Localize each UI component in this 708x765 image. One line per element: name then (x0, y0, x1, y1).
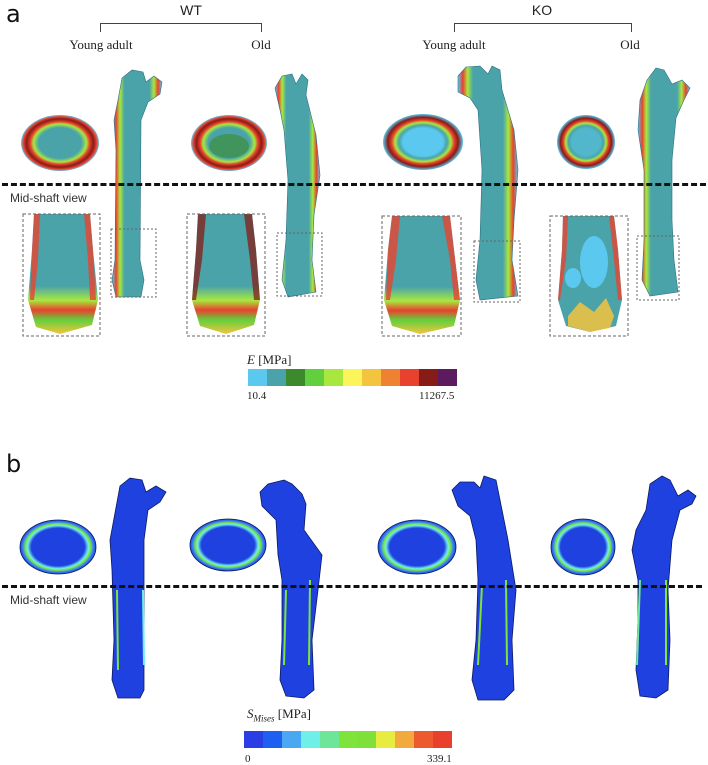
panel-a-colorbar-max: 11267.5 (419, 390, 455, 402)
colorbar-subscript-mises: Mises (253, 713, 275, 724)
group-label-ko: KO (531, 2, 553, 18)
colorbar-swatch (400, 369, 419, 386)
group-bracket-ko (454, 23, 632, 32)
panel-a-letter: a (6, 0, 21, 28)
ko-young-zoom-box (473, 240, 521, 303)
colorbar-unit: [MPa] (277, 706, 311, 721)
colorbar-swatch (300, 731, 320, 748)
group-bracket-wt (100, 23, 262, 32)
label-ko-young-adult: Young adult (422, 37, 486, 52)
b-wt-young-cross-section (19, 519, 97, 575)
group-label-wt: WT (180, 2, 202, 18)
panel-b-midshaft-label: Mid-shaft view (10, 593, 87, 607)
colorbar-swatch (305, 369, 324, 386)
colorbar-swatch (262, 731, 282, 748)
label-wt-young-adult: Young adult (69, 37, 133, 52)
panel-b-colorbar-title: SMises [MPa] (247, 706, 311, 724)
panel-b-stress-maps (19, 475, 697, 701)
wt-old-distal-zoom (192, 214, 260, 334)
colorbar-swatch (244, 731, 263, 748)
wt-young-cross-section (21, 115, 99, 171)
colorbar-swatch (267, 369, 286, 386)
panel-b-midshaft-line (2, 585, 702, 588)
colorbar-symbol-s: S (247, 706, 254, 721)
colorbar-swatch (319, 731, 339, 748)
panel-a-colorbar-min: 10.4 (247, 390, 267, 402)
b-ko-old-cross-section (550, 518, 616, 576)
wt-young-distal-zoom (28, 214, 98, 334)
colorbar-swatch (357, 731, 377, 748)
colorbar-swatch (286, 369, 305, 386)
colorbar-swatch (414, 731, 434, 748)
ko-old-zoom-outline (549, 215, 629, 337)
ko-young-zoom-outline (381, 215, 462, 337)
panel-b-colorbar-min: 0 (245, 753, 251, 765)
colorbar-swatch (438, 369, 457, 386)
b-ko-young-cross-section (377, 519, 457, 575)
b-wt-old-cross-section (189, 518, 267, 572)
b-wt-young-femur (109, 477, 167, 699)
colorbar-swatch (395, 731, 415, 748)
colorbar-symbol-e: E (247, 352, 255, 367)
colorbar-swatch (433, 731, 452, 748)
colorbar-swatch (281, 731, 301, 748)
ko-old-femur (637, 67, 691, 297)
colorbar-swatch (381, 369, 400, 386)
colorbar-swatch (338, 731, 358, 748)
colorbar-swatch (248, 369, 267, 386)
panel-a-bone-maps (21, 65, 691, 337)
wt-young-zoom-box (110, 228, 157, 298)
ko-old-zoom-box (636, 235, 680, 301)
panel-a-colorbar-title: E [MPa] (247, 352, 291, 368)
b-wt-old-femur (259, 479, 323, 699)
panel-b-letter: b (6, 450, 22, 478)
panel-b-colorbar (244, 731, 452, 748)
b-ko-young-femur (451, 475, 517, 701)
ko-young-distal-zoom (384, 216, 460, 334)
colorbar-swatch (376, 731, 396, 748)
colorbar-unit: [MPa] (258, 352, 292, 367)
panel-a-colorbar (248, 369, 457, 386)
ko-young-cross-section (383, 114, 463, 170)
wt-young-zoom-outline (22, 213, 101, 337)
colorbar-swatch (324, 369, 343, 386)
panel-a-midshaft-label: Mid-shaft view (10, 191, 87, 205)
panel-b-colorbar-max: 339.1 (427, 753, 452, 765)
panel-a-midshaft-line (2, 183, 706, 186)
colorbar-swatch (362, 369, 381, 386)
colorbar-swatch (343, 369, 362, 386)
wt-old-zoom-box (276, 232, 323, 297)
label-ko-old: Old (620, 37, 640, 52)
colorbar-swatch (419, 369, 438, 386)
label-wt-old: Old (251, 37, 271, 52)
